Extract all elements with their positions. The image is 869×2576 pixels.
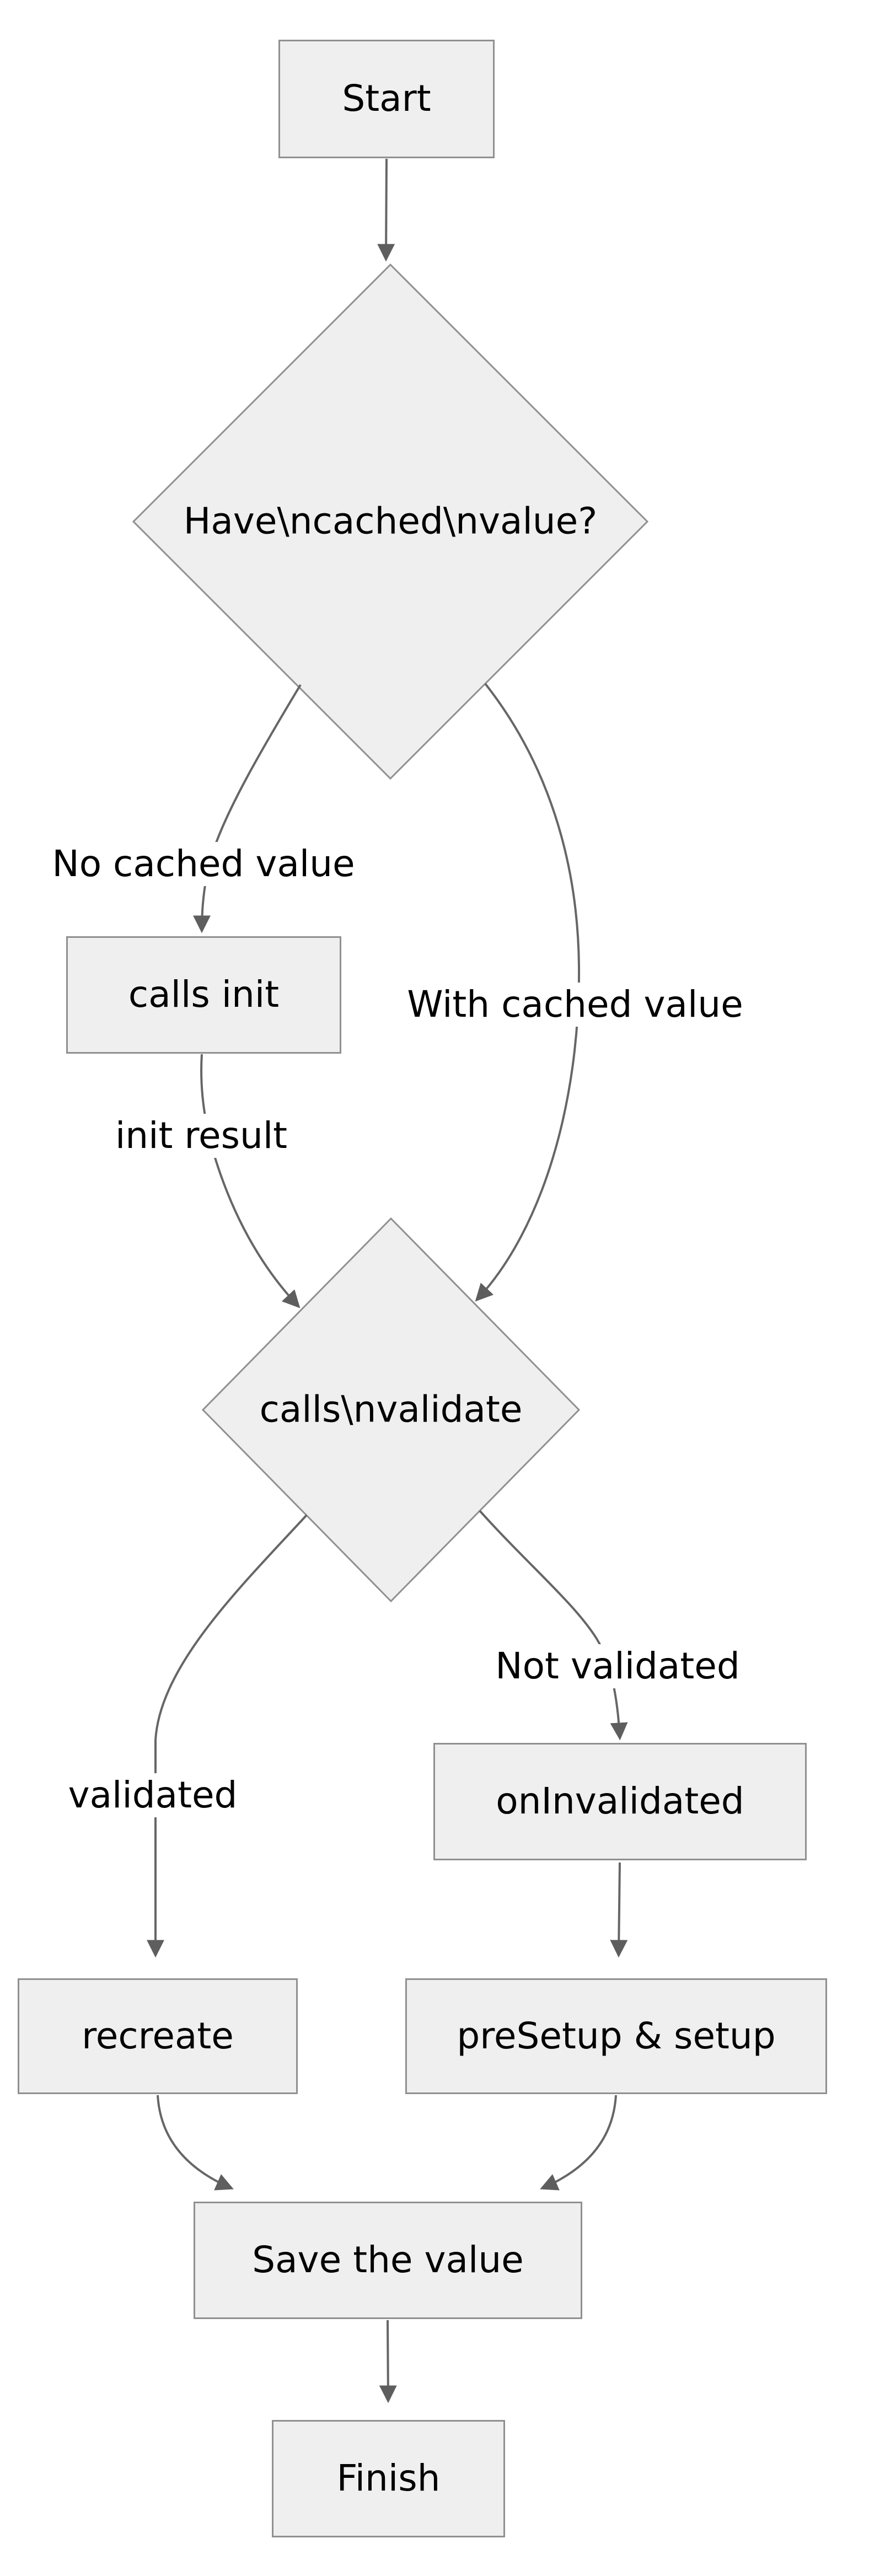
edge-label-with-cached-value: With cached value [403, 983, 748, 1027]
edge-not-validated [479, 1510, 628, 1741]
node-oninvalidated: onInvalidated [433, 1743, 807, 1860]
node-calls-validate-label: calls\nvalidate [259, 1388, 523, 1431]
edge-oninvalidated-to-presetup [610, 1862, 628, 1958]
edge-with-cached-value [475, 683, 581, 1302]
edge-recreate-to-save [157, 2095, 234, 2191]
edge-validated [147, 1514, 308, 1958]
node-have-cached-value-label: Have\ncached\nvalue? [183, 500, 598, 543]
edge-label-validated: validated [63, 1773, 242, 1817]
node-finish: Finish [272, 2420, 505, 2537]
node-calls-init: calls init [66, 936, 341, 1054]
edge-init-result [200, 1054, 301, 1308]
diamond-have-cached-value [132, 263, 649, 780]
edge-label-not-validated: Not validated [491, 1644, 744, 1688]
diamond-calls-validate [201, 1217, 581, 1603]
edge-start-to-have-cached [377, 158, 395, 262]
node-presetup-setup: preSetup & setup [405, 1978, 827, 2094]
edge-label-init-result: init result [110, 1114, 292, 1158]
edge-no-cached-value [193, 684, 302, 933]
node-recreate: recreate [18, 1978, 298, 2094]
node-save-the-value: Save the value [194, 2202, 582, 2319]
edge-presetup-to-save [540, 2095, 617, 2191]
edge-label-no-cached-value: No cached value [47, 842, 360, 886]
node-start: Start [278, 40, 495, 158]
